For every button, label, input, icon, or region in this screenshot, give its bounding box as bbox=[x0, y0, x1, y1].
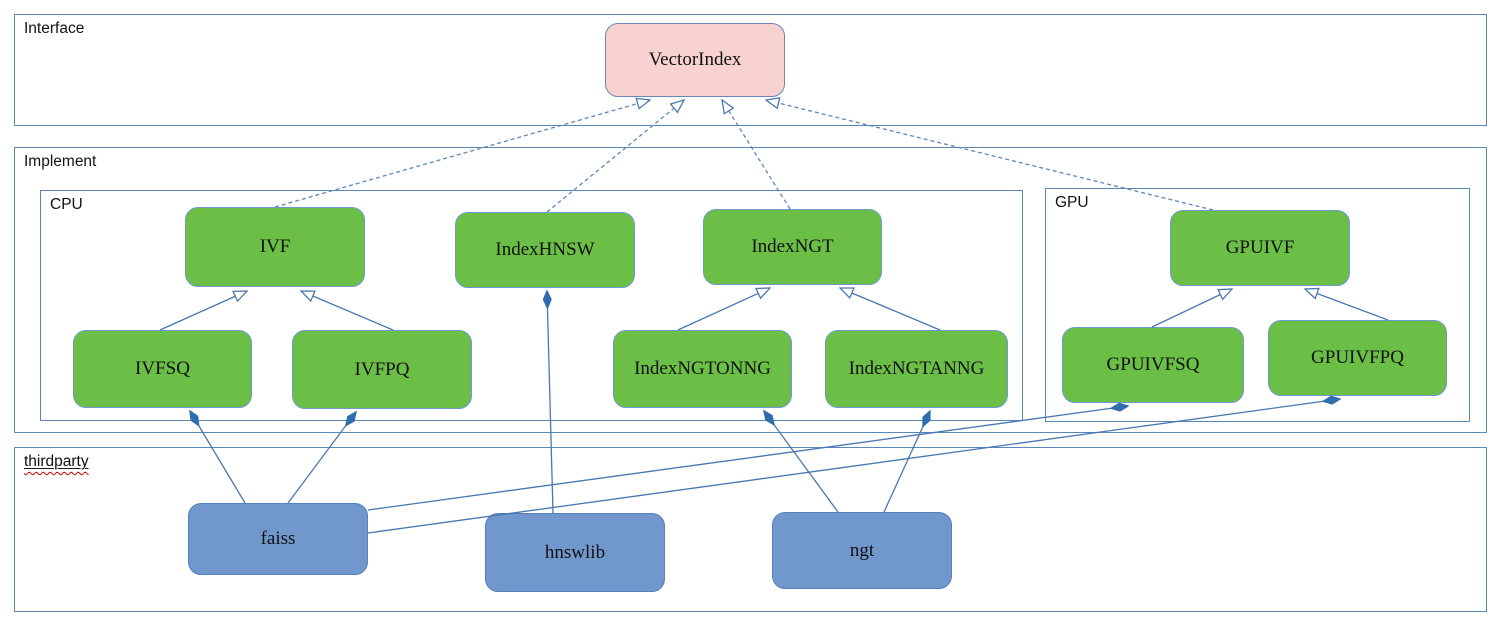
node-vectorindex-label: VectorIndex bbox=[648, 49, 742, 70]
node-indexngtanng[interactable]: IndexNGTANNG bbox=[825, 330, 1008, 408]
node-ngt-label: ngt bbox=[849, 539, 875, 561]
node-indexngtanng-label: IndexNGTANNG bbox=[848, 358, 985, 379]
container-thirdparty-label-text: thirdparty bbox=[24, 453, 89, 470]
node-faiss-label: faiss bbox=[260, 528, 296, 549]
node-hnswlib-label: hnswlib bbox=[544, 541, 606, 563]
container-cpu-label: CPU bbox=[50, 196, 83, 213]
node-ivf-label: IVF bbox=[259, 236, 291, 257]
node-indexhnsw[interactable]: IndexHNSW bbox=[455, 212, 635, 288]
node-hnswlib[interactable]: hnswlib bbox=[485, 513, 665, 592]
node-faiss[interactable]: faiss bbox=[188, 503, 368, 575]
node-ivf[interactable]: IVF bbox=[185, 207, 365, 287]
node-indexngtonng[interactable]: IndexNGTONNG bbox=[613, 330, 792, 408]
node-gpuivfsq-label: GPUIVFSQ bbox=[1106, 354, 1200, 375]
container-interface-label: Interface bbox=[24, 20, 85, 37]
node-ivfpq-label: IVFPQ bbox=[354, 358, 410, 380]
node-gpuivfpq-label: GPUIVFPQ bbox=[1311, 347, 1404, 368]
node-indexhnsw-label: IndexHNSW bbox=[495, 239, 595, 260]
node-ivfsq-label: IVFSQ bbox=[135, 358, 190, 379]
node-vectorindex[interactable]: VectorIndex bbox=[605, 23, 785, 97]
node-gpuivfsq[interactable]: GPUIVFSQ bbox=[1062, 327, 1244, 403]
container-thirdparty-label: thirdparty bbox=[24, 453, 89, 471]
node-ivfsq[interactable]: IVFSQ bbox=[73, 330, 252, 408]
node-ngt[interactable]: ngt bbox=[772, 512, 952, 589]
node-indexngt[interactable]: IndexNGT bbox=[703, 209, 882, 285]
node-gpuivf-label: GPUIVF bbox=[1225, 237, 1295, 258]
container-gpu-label: GPU bbox=[1055, 194, 1089, 211]
node-ivfpq[interactable]: IVFPQ bbox=[292, 330, 472, 409]
node-gpuivfpq[interactable]: GPUIVFPQ bbox=[1268, 320, 1447, 396]
node-indexngt-label: IndexNGT bbox=[751, 236, 834, 257]
node-indexngtonng-label: IndexNGTONNG bbox=[634, 358, 771, 379]
node-gpuivf[interactable]: GPUIVF bbox=[1170, 210, 1350, 286]
container-implement-label: Implement bbox=[24, 153, 97, 170]
